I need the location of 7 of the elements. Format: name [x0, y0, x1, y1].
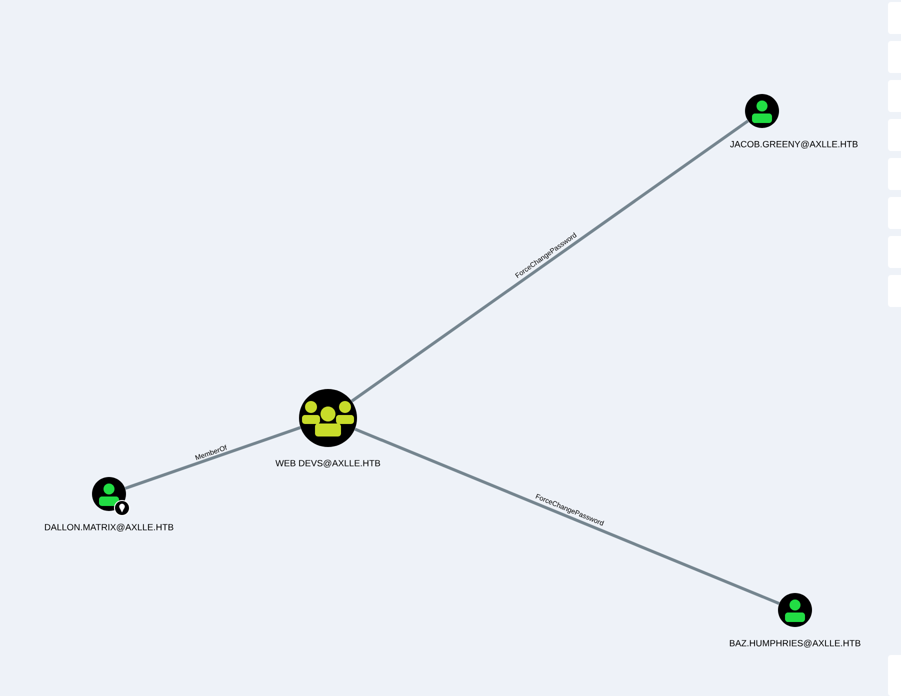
node-label: WEB DEVS@AXLLE.HTB — [275, 460, 380, 468]
edge-line — [350, 120, 749, 402]
edge-line — [124, 426, 301, 490]
node-label: BAZ.HUMPHRIES@AXLLE.HTB — [730, 640, 860, 648]
node-label: JACOB.GREENY@AXLLE.HTB — [730, 140, 858, 148]
edge-line — [354, 428, 780, 605]
node-label: DALLON.MATRIX@AXLLE.HTB — [44, 524, 174, 532]
